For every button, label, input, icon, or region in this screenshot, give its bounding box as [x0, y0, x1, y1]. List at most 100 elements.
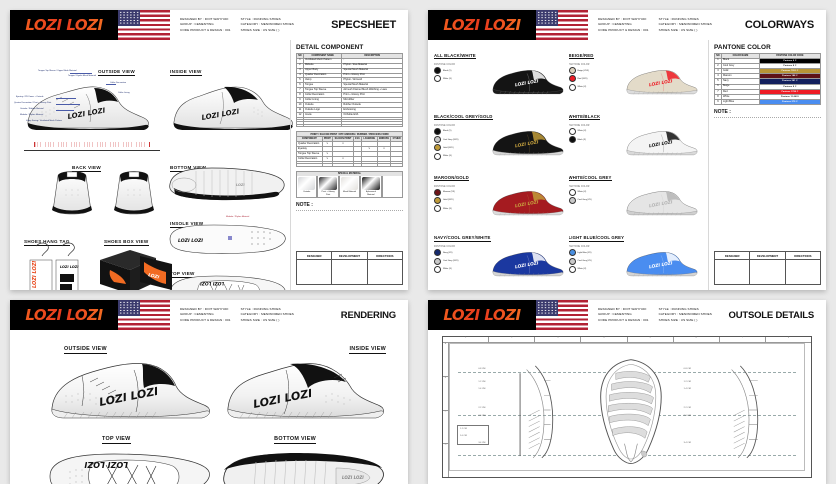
special-material-caption: SPECIAL MATERIAL — [296, 170, 403, 177]
colorway-swatch-dot — [568, 265, 576, 273]
label-top-view: TOP VIEW — [170, 271, 195, 278]
pantone-swatch: Pantone 188 C — [759, 74, 820, 79]
table-row — [296, 163, 403, 167]
label-shoes-hang-tag: SHOES HANG TAG — [24, 239, 70, 246]
colorway-shoe-art: LOZI LOZI — [492, 69, 563, 95]
colorway-swatch-dot — [568, 188, 576, 196]
colorway-shoe-art: LOZI LOZI — [626, 130, 698, 156]
cad-tick: 3 — [535, 337, 582, 342]
sheet-outsole-details[interactable]: LOZI LOZI DESIGNED BY : DOIT WAHYUDI GRO… — [428, 300, 826, 484]
dim-left-6: 3.4 CM — [478, 442, 486, 445]
note-label: NOTE : — [296, 202, 403, 211]
meta-designed-by: DESIGNED BY : DOIT WAHYUDI — [180, 17, 229, 22]
colorway-swatch-row: Gold (XXX) — [434, 144, 568, 152]
colorway-swatch-dot — [568, 127, 576, 135]
meta-category: CATEGORY : MEN/WOMEN SHOES — [658, 312, 712, 317]
shoe-inside-view: LOZI LOZI — [162, 78, 302, 140]
colorway-swatch-row: White (X) — [434, 152, 568, 160]
label-inside-view: INSIDE VIEW — [170, 69, 202, 76]
pantone-swatch: Pantone 11-0601 — [759, 95, 820, 100]
us-flag-icon — [118, 10, 170, 40]
colorway-pantone-label: PANTONE COLOR — [568, 64, 590, 66]
material-swatch-image — [319, 177, 337, 191]
svg-text:LOZI LOZI: LOZI LOZI — [649, 78, 674, 88]
sheet-title: COLORWAYS — [744, 19, 814, 31]
meta-size: SHOES SIZE : US SIZE ( ) — [658, 317, 698, 322]
meta-code: CODE PRODUCT & DESIGN : 001 — [598, 27, 649, 32]
sheet-title: OUTSOLE DETAILS — [728, 309, 815, 321]
dc-cell-name — [302, 123, 343, 127]
colorway-swatch-row: Black (X) — [434, 67, 568, 75]
sheet-wrap-specsheet: LOZI LOZI DESIGNED BY : DOIT WAHYUDI GRO… — [0, 0, 418, 290]
material-matrix-caption: PRINT / SILICON PRINT / DTF EMBOSS / RUB… — [296, 130, 403, 137]
colorway-name: BEIGE/RED — [568, 53, 594, 60]
colorway-pantone-label: PANTONE COLOR — [434, 185, 455, 188]
colorway-swatch-row: Maroon (XX) — [434, 188, 568, 196]
callout-eyestay: Eyestay / PU Foam + Outsole — [16, 96, 44, 98]
meta-designed-by: DESIGNED BY : DOIT WAHYUDI — [598, 17, 647, 22]
label-bottom-view: BOTTOM VIEW — [274, 436, 316, 444]
mm-cell-mark — [332, 163, 354, 167]
callout-insole-material: Midsole / Phylon Material — [226, 216, 250, 218]
material-swatch-label: Print + Glossy Print — [321, 191, 335, 196]
pt-cell-name: Light Blue — [721, 99, 760, 106]
material-swatch-image — [340, 177, 359, 191]
label-inside-view: INSIDE VIEW — [349, 346, 386, 354]
colorway-swatch-label: Gold (XXX) — [443, 146, 454, 149]
svg-text:LOZI LOZI: LOZI LOZI — [342, 475, 364, 480]
pantone-swatch: Pantone 8 C — [759, 84, 820, 89]
us-flag-icon — [536, 300, 588, 330]
render-inside-view: LOZI LOZI — [214, 356, 394, 434]
colorway-swatch-label: White (X) — [577, 268, 587, 271]
colorway-swatch-dot — [434, 257, 441, 265]
sheet-specsheet[interactable]: LOZI LOZI DESIGNED BY : DOIT WAHYUDI GRO… — [10, 10, 408, 290]
sig-designer[interactable]: DESIGNER — [715, 252, 751, 284]
sig-directions[interactable]: DIRECTIONS — [367, 252, 402, 284]
sig-designer[interactable]: DESIGNER — [297, 252, 333, 284]
colorway-pantone-label: PANTONE COLOR — [568, 185, 590, 188]
colorway-swatch-dot — [434, 205, 441, 213]
sheet-header: LOZI LOZI DESIGNED BY : DOIT WAHYUDI GRO… — [10, 10, 408, 40]
dc-cell-no — [296, 123, 304, 127]
colorway-swatch-dot — [434, 152, 441, 160]
sheet-colorways[interactable]: LOZI LOZI DESIGNED BY : DOIT WAHYUDI GRO… — [428, 10, 826, 290]
sig-directions[interactable]: DIRECTIONS — [785, 252, 820, 284]
dim-left-4: 2.2 CM — [478, 407, 486, 409]
colorway-swatch-label: Red (XXX) — [577, 77, 588, 80]
colorway-swatch-label: White (X) — [577, 191, 587, 194]
meta-code: CODE PRODUCT & DESIGN : 001 — [180, 317, 231, 322]
sig-development[interactable]: DEVELOPMENT — [332, 252, 368, 284]
meta-style: STYLE : RUNNING SHOES — [240, 307, 281, 312]
colorway-swatch-label: White (X) — [443, 207, 452, 210]
colorway-swatch-dot — [434, 75, 441, 83]
colorway-shoe-art: LOZI LOZI — [626, 69, 698, 95]
sig-development[interactable]: DEVELOPMENT — [750, 252, 786, 284]
callout-collar-lining: Collar Lining — [118, 92, 130, 94]
colorway-pantone-label: PANTONE COLOR — [434, 246, 455, 249]
sheet-rendering[interactable]: LOZI LOZI DESIGNED BY : DOIT WAHYUDI GRO… — [10, 300, 408, 484]
meta-code: CODE PRODUCT & DESIGN : 001 — [180, 27, 231, 32]
signature-box: DESIGNER DEVELOPMENT DIRECTIONS — [714, 251, 821, 285]
label-shoes-box-view: SHOES BOX VIEW — [104, 239, 149, 246]
meta-group: GROUP : CEMENTING — [180, 312, 214, 317]
cad-inner-frame: 0.8 CM 1.2 CM 1.4 CM 2.2 CM 2.6 CM 3.4 C… — [449, 343, 805, 471]
cad-detail-box: 1.2 CM 1.0 CM — [457, 424, 489, 445]
mm-cell-mark — [352, 163, 362, 167]
colorway-swatch-dot — [568, 83, 576, 91]
sheet-title: SPECSHEET — [331, 19, 396, 31]
sheet-header: LOZI LOZI DESIGNED BY : DOIT WAHYUDI GRO… — [10, 300, 408, 330]
sheet-wrap-colorways: LOZI LOZI DESIGNED BY : DOIT WAHYUDI GRO… — [418, 0, 836, 290]
colorway-swatch-dot — [568, 196, 576, 204]
measurement-ruler — [34, 142, 150, 147]
